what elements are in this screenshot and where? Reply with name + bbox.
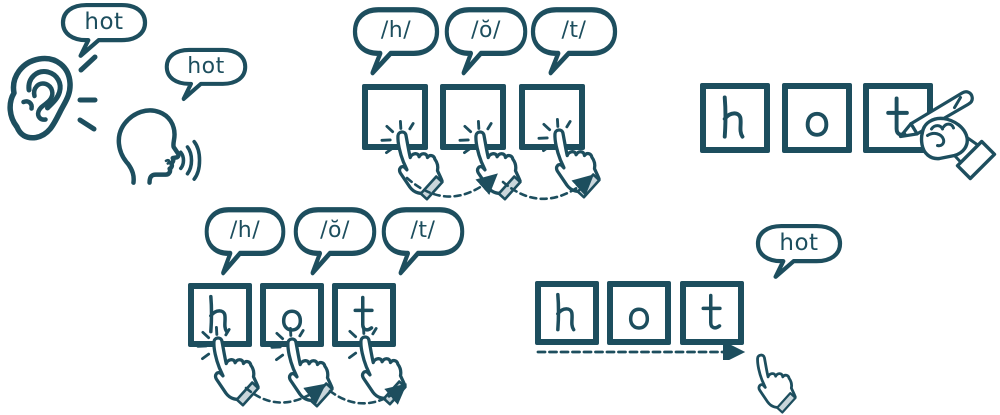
letter-box — [680, 281, 744, 345]
handwritten-letter-o — [281, 309, 303, 332]
handwritten-letter-t — [701, 293, 722, 330]
tap-sequence-arrows — [244, 383, 407, 405]
blend-sweep-arrow — [536, 344, 746, 360]
blended-word-label: hot — [779, 229, 819, 256]
sound-bubble-h: /h/ — [202, 206, 288, 278]
handwritten-letter-h — [209, 294, 229, 334]
sound-box-empty — [519, 84, 585, 150]
sound-box-empty — [362, 84, 428, 150]
tap-sequence-arrows — [405, 173, 594, 201]
sound-label: /h/ — [229, 217, 261, 243]
spoken-word-speech-bubble: hot — [162, 47, 250, 103]
spoken-word-label: hot — [187, 53, 225, 79]
talking-head-icon — [104, 96, 204, 189]
letter-box — [260, 283, 324, 347]
sound-bubble-t: /t/ — [528, 6, 620, 78]
blended-word-speech-bubble: hot — [753, 223, 845, 281]
sound-label: /t/ — [410, 217, 436, 243]
sound-label: /h/ — [380, 17, 412, 43]
letter-box — [535, 281, 599, 345]
sound-bubble-o: /ŏ/ — [291, 206, 379, 278]
sound-bubble-t: /t/ — [379, 206, 467, 278]
handwritten-letter-o — [628, 307, 650, 330]
handwritten-letter-h — [722, 95, 745, 139]
sound-bubble-h: /h/ — [350, 6, 442, 78]
letter-box — [700, 83, 770, 153]
letter-box — [782, 83, 852, 153]
heard-word-speech-bubble: hot — [58, 2, 150, 60]
ear-icon — [2, 50, 102, 154]
handwritten-letter-t — [353, 295, 374, 332]
writing-hand-pencil-icon — [898, 90, 997, 181]
sound-label: /ŏ/ — [471, 17, 501, 43]
sound-bubble-o: /ŏ/ — [442, 6, 530, 78]
heard-word-label: hot — [84, 8, 124, 35]
sound-label: /t/ — [561, 17, 587, 43]
sound-box-empty — [440, 84, 506, 150]
handwritten-letter-o — [805, 111, 829, 137]
pointer-hand-icon — [756, 353, 797, 414]
sound-label: /ŏ/ — [320, 217, 350, 243]
letter-box — [188, 283, 252, 347]
handwritten-letter-h — [556, 292, 576, 332]
letter-box — [607, 281, 671, 345]
